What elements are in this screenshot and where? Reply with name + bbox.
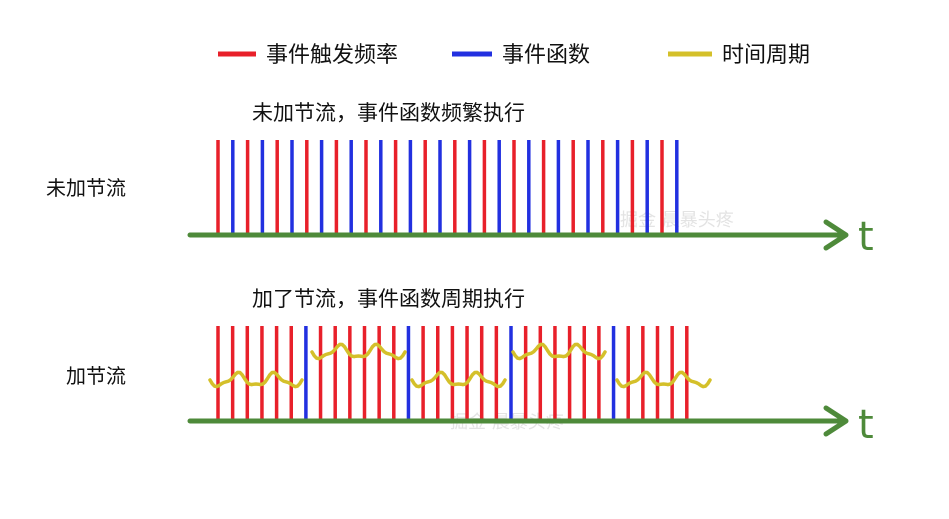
period-wave xyxy=(410,370,507,389)
axis-label-t-throttled: t xyxy=(858,402,874,448)
legend-label-handler: 事件函数 xyxy=(502,43,590,68)
row-label-throttled: 加节流 xyxy=(66,364,126,388)
axis-label-t-unthrottled: t xyxy=(858,214,874,260)
row-label-unthrottled: 未加节流 xyxy=(46,176,126,200)
caption-throttled: 加了节流，事件函数周期执行 xyxy=(252,287,525,311)
legend-label-trigger: 事件触发频率 xyxy=(266,43,398,68)
period-wave xyxy=(511,342,607,361)
row-throttled: 加了节流，事件函数周期执行 加节流 t xyxy=(66,287,874,448)
axis-arrow-unthrottled xyxy=(823,219,849,251)
period-wave xyxy=(208,370,304,389)
event-bars-unthrottled xyxy=(216,140,679,233)
period-waves xyxy=(208,342,712,389)
row-unthrottled: 未加节流，事件函数频繁执行 未加节流 t xyxy=(46,101,874,260)
legend: 事件触发频率 事件函数 时间周期 xyxy=(218,43,810,68)
axis-arrow-throttled xyxy=(823,405,849,437)
caption-unthrottled: 未加节流，事件函数频繁执行 xyxy=(252,101,525,125)
period-wave xyxy=(310,342,407,361)
period-wave xyxy=(615,370,712,389)
event-bars-throttled xyxy=(216,326,689,419)
legend-label-period: 时间周期 xyxy=(722,43,810,68)
